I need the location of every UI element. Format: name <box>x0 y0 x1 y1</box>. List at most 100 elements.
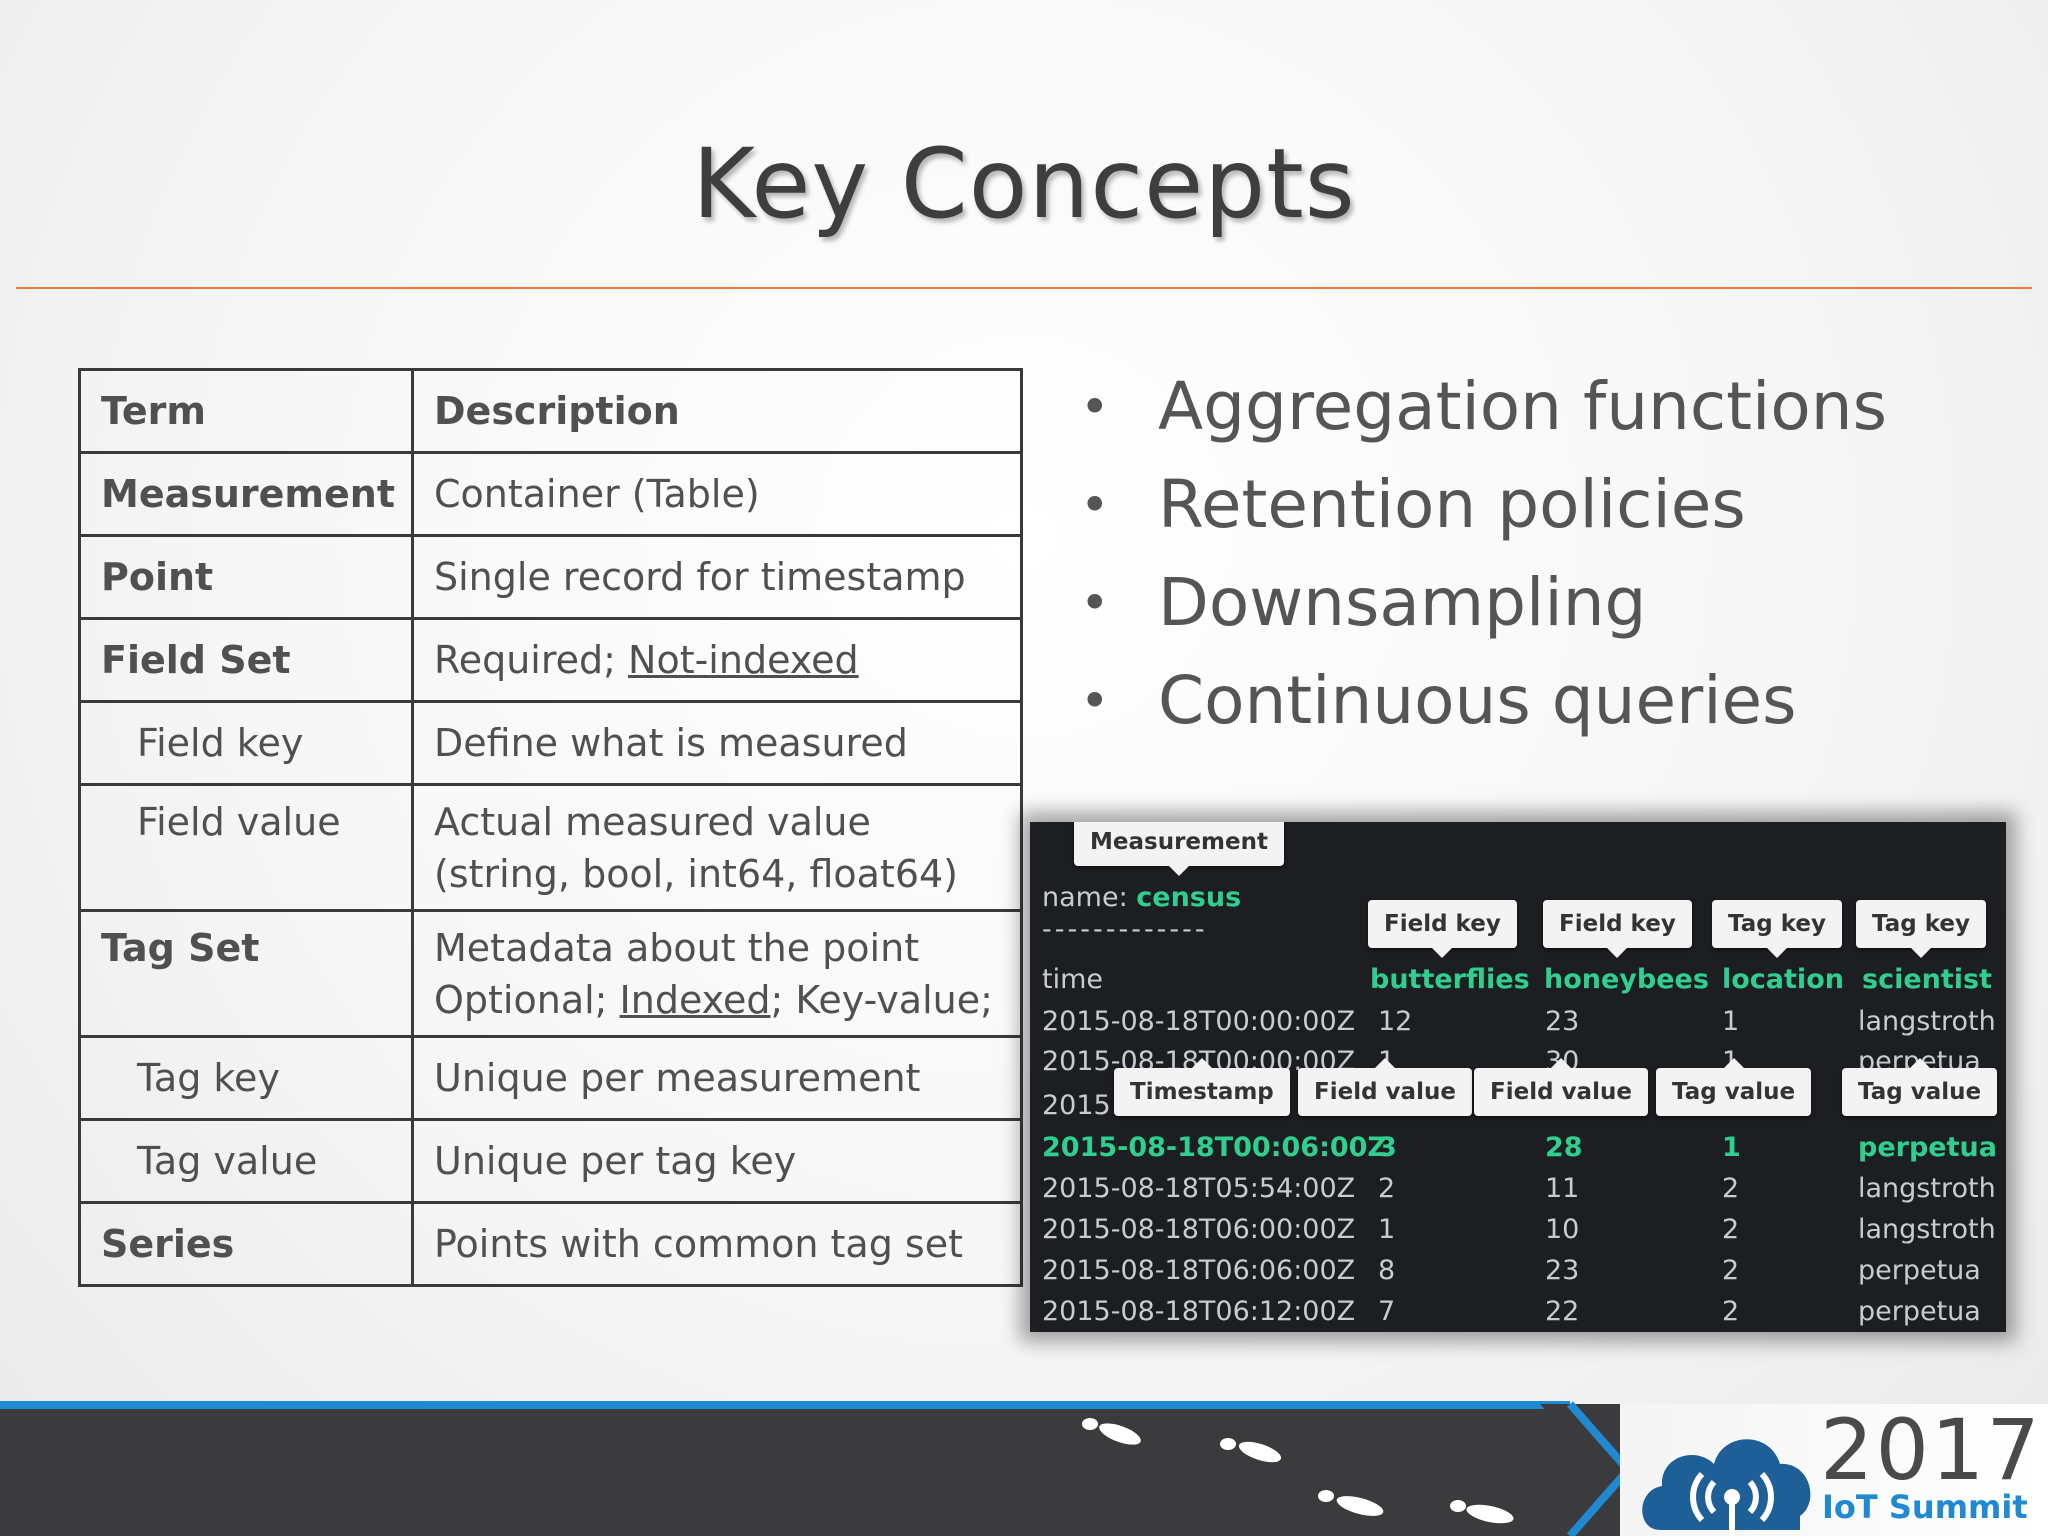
cell-honeybees: 22 <box>1545 1296 1580 1327</box>
term-cell: Field Set <box>78 617 414 703</box>
bullet-item: •Continuous queries <box>1070 652 1887 750</box>
cell-butterflies: 12 <box>1378 1006 1413 1037</box>
table-row: Measurement Container (Table) <box>78 451 1023 537</box>
column-header-butterflies: butterflies <box>1370 964 1530 995</box>
table-row: Tag key Unique per measurement <box>78 1035 1023 1121</box>
event-name: IoT Summit <box>1822 1488 2028 1526</box>
cell-scientist: langstroth <box>1858 1214 1996 1245</box>
cell-honeybees: 11 <box>1545 1173 1580 1204</box>
callout-field-key: Field key <box>1543 900 1692 958</box>
cell-butterflies: 3 <box>1378 1132 1397 1163</box>
cell-scientist: perpetua <box>1858 1296 1981 1327</box>
description-text: ; Key-value; <box>770 977 993 1022</box>
query-result-screenshot: name: census ------------- time butterfl… <box>1030 822 2006 1332</box>
term-cell: Field value <box>78 783 414 912</box>
description-cell: Single record for timestamp <box>411 534 1023 620</box>
cell-time-partial: 2015 <box>1042 1090 1111 1121</box>
cell-honeybees: 28 <box>1545 1132 1583 1163</box>
cell-time: 2015-08-18T06:12:00Z <box>1042 1296 1356 1327</box>
cell-butterflies: 1 <box>1378 1214 1396 1245</box>
bullet-marker: • <box>1080 672 1110 730</box>
cell-location: 1 <box>1722 1006 1740 1037</box>
event-year: 2017 <box>1820 1401 2042 1499</box>
cell-scientist: perpetua <box>1858 1132 1997 1163</box>
bullet-text: Downsampling <box>1158 564 1647 641</box>
cell-honeybees: 23 <box>1545 1006 1580 1037</box>
description-underlined: Indexed <box>619 977 771 1022</box>
measurement-name-line: name: census <box>1042 882 1241 913</box>
description-cell: Container (Table) <box>411 451 1023 537</box>
callout-field-value: Field value <box>1298 1058 1472 1116</box>
term-cell: Point <box>78 534 414 620</box>
table-header-row: Term Description <box>78 368 1023 454</box>
header-description: Description <box>411 368 1023 454</box>
bullet-item: • Aggregation functions <box>1070 358 1887 456</box>
bullet-text: Retention policies <box>1158 466 1746 543</box>
concept-bullets: • Aggregation functions • Retention polici… <box>1070 358 1887 750</box>
cell-time: 2015-08-18T06:06:00Z <box>1042 1255 1356 1286</box>
cell-butterflies: 8 <box>1378 1255 1396 1286</box>
description-line: Optional; Indexed; Key-value; <box>434 974 1004 1026</box>
table-row: Point Single record for timestamp <box>78 534 1023 620</box>
description-underlined: Not-indexed <box>628 638 859 682</box>
description-cell: Required; Not-indexed <box>411 617 1023 703</box>
term-cell: Measurement <box>78 451 414 537</box>
cell-scientist: perpetua <box>1858 1255 1981 1286</box>
name-label: name: <box>1042 882 1137 913</box>
term-cell: Tag Set <box>78 909 414 1038</box>
callout-tag-key: Tag key <box>1856 900 1986 958</box>
separator-line: ------------- <box>1042 914 1208 945</box>
term-cell: Series <box>78 1201 414 1287</box>
callout-tag-key: Tag key <box>1712 900 1842 958</box>
table-row: Field Set Required; Not-indexed <box>78 617 1023 703</box>
description-line: Actual measured value <box>434 799 871 844</box>
title-divider <box>16 287 2032 289</box>
footer-accent-line <box>0 1401 1570 1409</box>
slide-title: Key Concepts <box>692 128 1356 240</box>
cell-scientist: langstroth <box>1858 1173 1996 1204</box>
cell-time: 2015-08-18T05:54:00Z <box>1042 1173 1356 1204</box>
cell-location: 2 <box>1722 1296 1740 1327</box>
callout-field-value: Field value <box>1474 1058 1648 1116</box>
cell-location: 2 <box>1722 1255 1740 1286</box>
table-row: Tag value Unique per tag key <box>78 1118 1023 1204</box>
cell-honeybees: 23 <box>1545 1255 1580 1286</box>
cell-location: 2 <box>1722 1214 1740 1245</box>
cell-butterflies: 7 <box>1378 1296 1396 1327</box>
header-term: Term <box>78 368 414 454</box>
table-row: Series Points with common tag set <box>78 1201 1023 1287</box>
term-cell: Field key <box>78 700 414 786</box>
bullet-marker: • <box>1080 476 1110 534</box>
cell-honeybees: 10 <box>1545 1214 1580 1245</box>
cloud-wifi-icon <box>1642 1439 1811 1536</box>
bullet-text: Aggregation functions <box>1158 368 1887 445</box>
column-header-honeybees: honeybees <box>1544 964 1709 995</box>
description-cell: Unique per measurement <box>411 1035 1023 1121</box>
column-header-location: location <box>1722 964 1844 995</box>
cell-location: 2 <box>1722 1173 1740 1204</box>
description-cell: Actual measured value (string, bool, int6… <box>411 783 1023 912</box>
term-cell: Tag value <box>78 1118 414 1204</box>
cell-butterflies: 2 <box>1378 1173 1396 1204</box>
bullet-marker: • <box>1080 574 1110 632</box>
cell-location: 1 <box>1722 1132 1741 1163</box>
callout-measurement: Measurement <box>1074 822 1284 876</box>
description-cell: Define what is measured <box>411 700 1023 786</box>
concepts-table: Term Description Measurement Container (… <box>78 368 1023 1287</box>
description-text: Optional; <box>434 977 620 1022</box>
column-header-time: time <box>1042 964 1104 995</box>
bullet-marker: • <box>1080 378 1110 436</box>
measurement-name: census <box>1136 882 1242 913</box>
footprints-icon <box>1082 1418 1514 1524</box>
bullet-item: • Downsampling <box>1070 554 1887 652</box>
cell-time: 2015-08-18T00:00:00Z <box>1042 1006 1356 1037</box>
description-text: Required; <box>434 638 629 682</box>
description-line: (string, bool, int64, float64) <box>434 851 959 896</box>
table-row: Field key Define what is measured <box>78 700 1023 786</box>
callout-timestamp: Timestamp <box>1114 1058 1290 1116</box>
cell-time: 2015-08-18T00:06:00Z <box>1042 1132 1388 1163</box>
callout-tag-value: Tag value <box>1842 1058 1998 1116</box>
callout-tag-value: Tag value <box>1656 1058 1812 1116</box>
